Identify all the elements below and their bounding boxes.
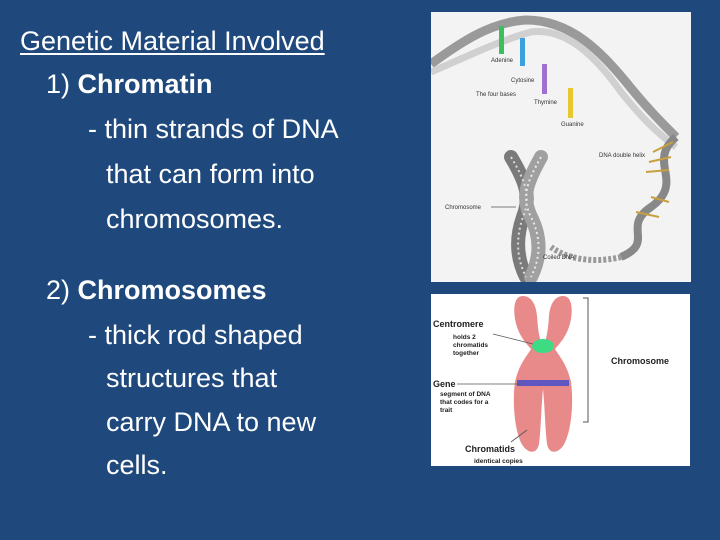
chromosome-figure: Centromere holds 2 chromatids together G… (431, 294, 690, 466)
item-2-line-3: carry DNA to new (106, 407, 317, 437)
dna-helix-figure: Adenine Cytosine The four bases Thymine … (428, 12, 691, 284)
slide-title: Genetic Material Involved (20, 26, 325, 56)
label-chromosome-right: Chromosome (611, 356, 669, 366)
label-chromatids: Chromatids (465, 444, 515, 454)
chromatids-leader (510, 429, 528, 443)
item-1-number: 1) (46, 69, 71, 99)
centromere-desc-3: together (453, 350, 479, 357)
label-double-helix: DNA double helix (599, 153, 645, 159)
dna-helix-illustration: Adenine Cytosine The four bases Thymine … (428, 15, 680, 284)
label-coiled-dna: Coiled DNA (543, 255, 574, 261)
item-1-line-1: - thin strands of DNA (88, 114, 339, 144)
label-guanine: Guanine (561, 122, 584, 128)
helix-strand-back (428, 15, 680, 141)
item-2-line-1: - thick rod shaped (88, 320, 303, 350)
chromosome-drawing (504, 150, 548, 284)
item-2-number: 2) (46, 275, 71, 305)
chromosome-body (513, 296, 573, 452)
gene-band (517, 380, 569, 386)
chromosome-illustration: Centromere holds 2 chromatids together G… (433, 296, 669, 465)
label-centromere: Centromere (433, 319, 484, 329)
adenine-peg (499, 26, 504, 54)
guanine-peg (568, 88, 573, 118)
label-gene: Gene (433, 379, 456, 389)
chromatids-desc: identical copies (474, 458, 523, 465)
label-chromosome: Chromosome (445, 205, 482, 211)
thymine-peg (542, 64, 547, 94)
centromere-desc-1: holds 2 (453, 334, 476, 341)
centromere-marker (532, 339, 554, 353)
label-four-bases: The four bases (476, 92, 516, 98)
gene-desc-1: segment of DNA (440, 391, 491, 398)
helix-strand-front (429, 27, 679, 150)
helix-rungs (635, 141, 674, 218)
item-1-line-2: that can form into (106, 159, 315, 189)
centromere-desc-2: chromatids (453, 342, 488, 349)
item-1-heading: 1) Chromatin (46, 69, 213, 99)
item-1-term: Chromatin (77, 69, 213, 99)
gene-desc-2: that codes for a (440, 399, 489, 406)
coiled-dna (549, 244, 622, 263)
centromere-leader (492, 333, 534, 345)
label-cytosine: Cytosine (511, 78, 535, 84)
item-1-line-3: chromosomes. (106, 204, 284, 234)
label-thymine: Thymine (534, 100, 558, 106)
label-adenine: Adenine (491, 58, 514, 64)
item-2-line-4: cells. (106, 450, 168, 480)
gene-desc-3: trait (440, 407, 453, 414)
cytosine-peg (520, 38, 525, 66)
chromosome-bracket (583, 297, 589, 423)
item-2-heading: 2) Chromosomes (46, 275, 267, 305)
item-2-line-2: structures that (106, 363, 278, 393)
item-2-term: Chromosomes (77, 275, 267, 305)
